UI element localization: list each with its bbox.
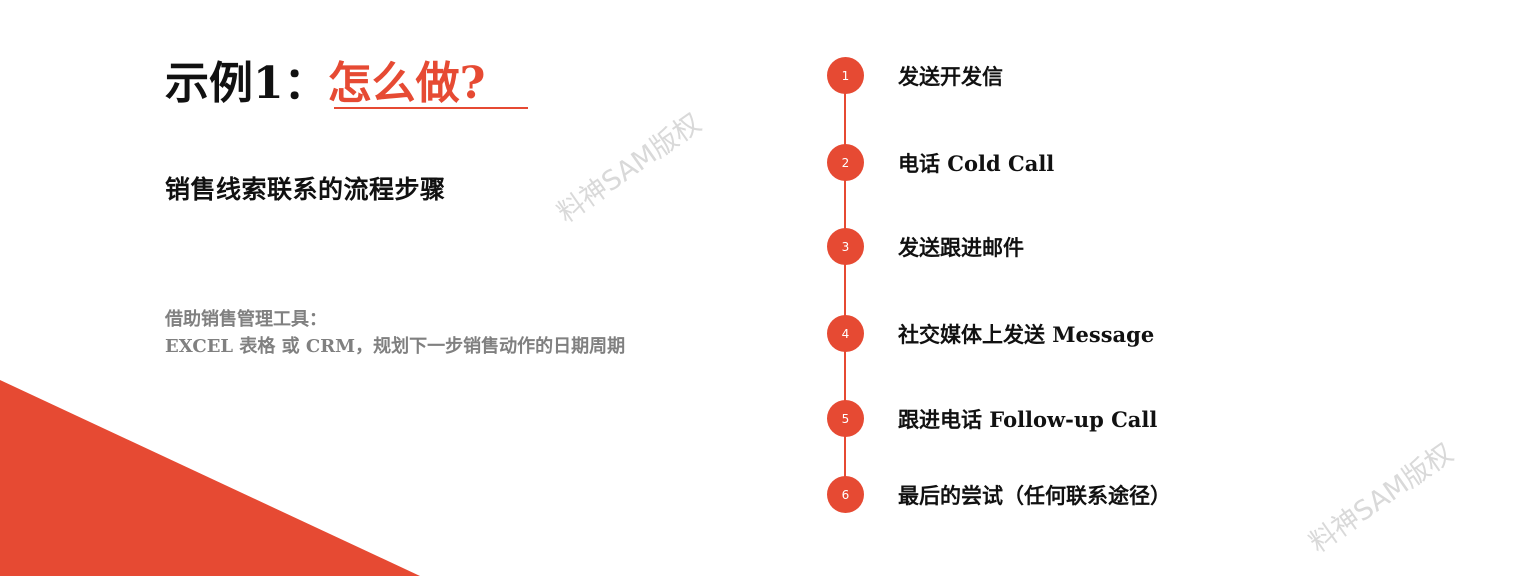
- watermark: 料神SAM版权: [1304, 437, 1459, 560]
- step-label: 电话 Cold Call: [898, 150, 1055, 176]
- page-subtitle: 销售线索联系的流程步骤: [165, 175, 446, 204]
- step-number-badge: 2: [827, 144, 864, 181]
- step-5: 5 跟进电话 Follow-up Call: [827, 400, 1157, 437]
- step-number-badge: 4: [827, 315, 864, 352]
- step-2: 2 电话 Cold Call: [827, 144, 1054, 181]
- step-3: 3 发送跟进邮件: [827, 228, 1024, 265]
- tool-note-line-1: 借助销售管理工具：: [165, 309, 327, 330]
- step-1: 1 发送开发信: [827, 57, 1003, 94]
- title-accent: 怎么做?: [327, 58, 486, 109]
- watermark: 料神SAM版权: [552, 107, 707, 230]
- step-label: 跟进电话 Follow-up Call: [898, 406, 1158, 432]
- title-prefix: 示例1：: [165, 58, 328, 109]
- step-label: 发送开发信: [898, 63, 1003, 89]
- tool-note: 借助销售管理工具： EXCEL 表格 或 CRM，规划下一步销售动作的日期周期: [165, 306, 625, 360]
- step-label: 社交媒体上发送 Message: [898, 321, 1155, 347]
- step-label: 最后的尝试（任何联系途径）: [898, 482, 1171, 508]
- step-6: 6 最后的尝试（任何联系途径）: [827, 476, 1171, 513]
- step-label: 发送跟进邮件: [898, 234, 1024, 260]
- title-underline: [334, 107, 528, 109]
- step-4: 4 社交媒体上发送 Message: [827, 315, 1154, 352]
- step-number-badge: 6: [827, 476, 864, 513]
- page-title: 示例1：怎么做?: [165, 54, 485, 114]
- step-number-badge: 1: [827, 57, 864, 94]
- tool-note-line-2: EXCEL 表格 或 CRM，规划下一步销售动作的日期周期: [165, 336, 626, 357]
- step-number-badge: 3: [827, 228, 864, 265]
- timeline-line: [844, 76, 846, 494]
- step-number-badge: 5: [827, 400, 864, 437]
